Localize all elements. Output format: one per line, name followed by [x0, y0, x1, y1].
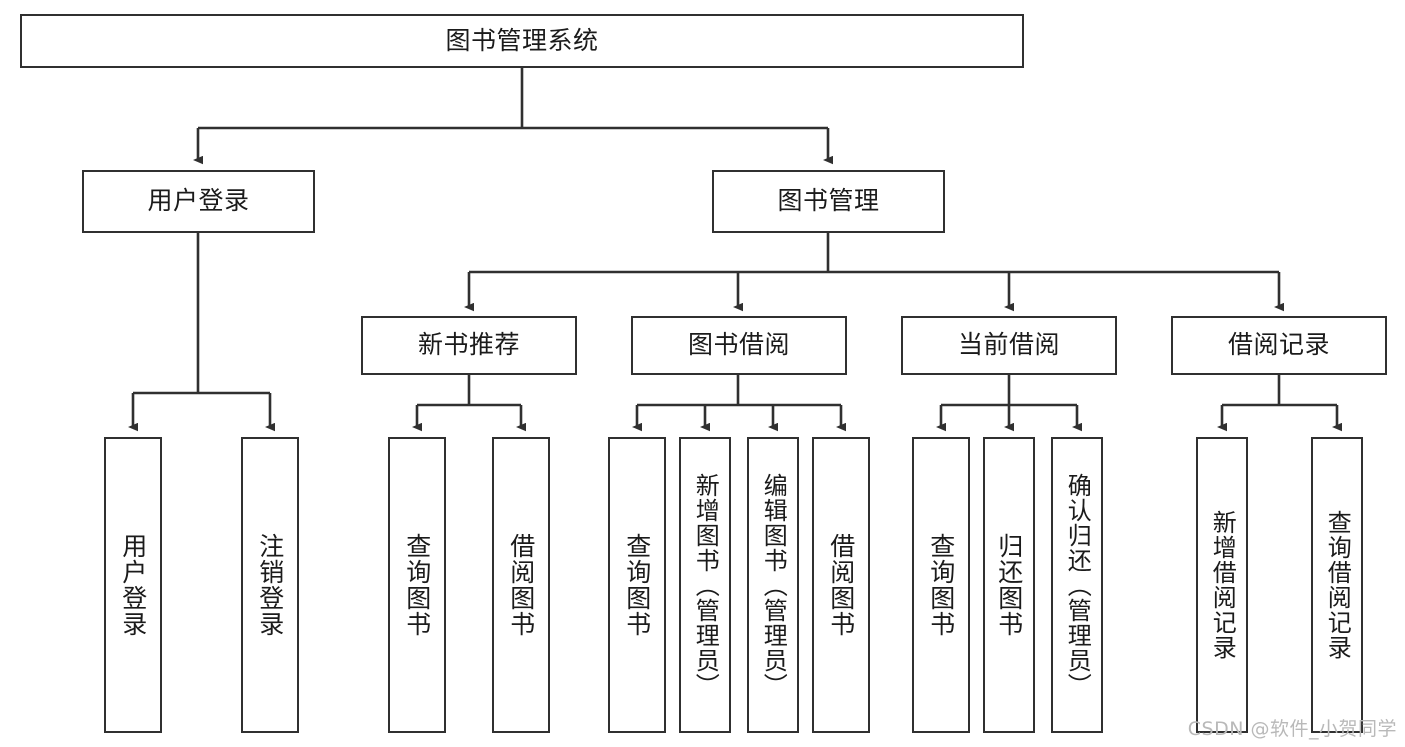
node-leaf-query-borrow-record[interactable]: 查询借阅记录	[1311, 437, 1363, 733]
node-leaf-query-book-current[interactable]: 查询图书	[912, 437, 970, 733]
node-label: 确认归还（管理员）	[1063, 472, 1092, 698]
csdn-watermark: CSDN @软件_小贺同学	[1187, 718, 1397, 740]
node-label: 查询图书	[926, 533, 956, 637]
node-label: 新书推荐	[417, 330, 520, 360]
node-leaf-add-book-admin[interactable]: 新增图书（管理员）	[679, 437, 731, 733]
node-leaf-confirm-return-admin[interactable]: 确认归还（管理员）	[1051, 437, 1103, 733]
node-label: 当前借阅	[957, 330, 1060, 360]
node-label: 图书管理	[777, 186, 880, 216]
node-leaf-edit-book-admin[interactable]: 编辑图书（管理员）	[747, 437, 799, 733]
node-label: 借阅记录	[1227, 330, 1330, 360]
node-label: 图书管理系统	[445, 25, 599, 55]
node-book-borrow[interactable]: 图书借阅	[631, 316, 847, 375]
node-leaf-query-book-recommend[interactable]: 查询图书	[388, 437, 446, 733]
node-book-management[interactable]: 图书管理	[712, 170, 945, 233]
node-label: 新增图书（管理员）	[691, 472, 720, 698]
node-new-book-recommend[interactable]: 新书推荐	[361, 316, 577, 375]
node-leaf-query-book-borrow[interactable]: 查询图书	[608, 437, 666, 733]
node-label: 借阅图书	[826, 533, 856, 637]
node-borrow-record[interactable]: 借阅记录	[1171, 316, 1387, 375]
node-leaf-borrow-book[interactable]: 借阅图书	[812, 437, 870, 733]
node-user-login[interactable]: 用户登录	[82, 170, 315, 233]
node-leaf-logout[interactable]: 注销登录	[241, 437, 299, 733]
node-label: 用户登录	[147, 186, 250, 216]
node-current-borrow[interactable]: 当前借阅	[901, 316, 1117, 375]
node-label: 注销登录	[255, 533, 285, 637]
node-label: 查询借阅记录	[1323, 510, 1352, 660]
node-label: 图书借阅	[687, 330, 790, 360]
node-label: 新增借阅记录	[1208, 510, 1237, 660]
node-leaf-user-login[interactable]: 用户登录	[104, 437, 162, 733]
node-leaf-return-book[interactable]: 归还图书	[983, 437, 1035, 733]
node-label: 查询图书	[622, 533, 652, 637]
node-label: 用户登录	[118, 533, 148, 637]
node-label: 借阅图书	[506, 533, 536, 637]
node-label: 查询图书	[402, 533, 432, 637]
node-leaf-add-borrow-record[interactable]: 新增借阅记录	[1196, 437, 1248, 733]
node-leaf-borrow-book-recommend[interactable]: 借阅图书	[492, 437, 550, 733]
node-label: 归还图书	[994, 533, 1024, 637]
node-label: 编辑图书（管理员）	[759, 472, 788, 698]
node-root-book-management-system[interactable]: 图书管理系统	[20, 14, 1024, 68]
